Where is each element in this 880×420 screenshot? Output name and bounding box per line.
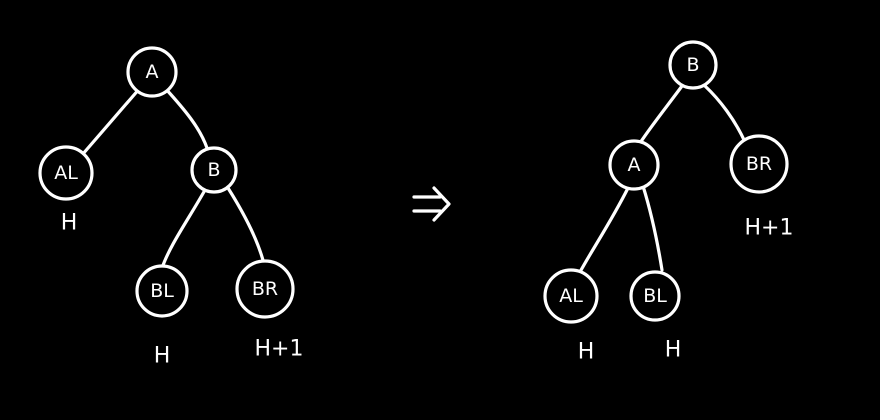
node-a: A [126,46,178,98]
node-bl-after: BL [629,270,681,322]
node-a-after-label: A [628,154,641,176]
height-label-br-after: H+1 [745,216,794,241]
node-bl-label: BL [150,280,174,302]
edge-a-al [80,86,142,157]
node-b: B [190,146,238,194]
height-label-br: H+1 [255,337,304,362]
node-br-after-label: BR [746,153,772,175]
node-b-after: B [668,40,718,90]
edge-b-br-after [703,84,747,144]
node-al-after: AL [543,268,599,324]
height-label-al-after: H [578,340,595,365]
node-al-after-label: AL [559,285,583,307]
height-label-bl: H [154,344,171,369]
node-al-label: AL [54,162,78,184]
after-tree: B A BR AL BL H+1 H H [543,40,794,365]
edge-a-al-after [578,186,630,274]
edge-b-br [226,186,266,266]
node-b-label: B [207,159,220,181]
edge-a-bl-after [641,184,664,272]
transition-arrow: => [412,186,451,222]
node-br-label: BR [252,278,278,300]
before-tree: A AL B BL BR H H H+1 [38,46,304,369]
edge-b-bl [160,188,207,270]
node-bl-after-label: BL [643,285,667,307]
arrow-glyph [412,186,451,222]
edge-b-a [638,84,684,145]
height-label-al: H [61,211,78,236]
node-bl: BL [135,264,189,318]
height-label-bl-after: H [665,338,682,363]
node-a-label: A [146,61,159,83]
node-al: AL [38,145,94,201]
arrow-text: => [432,204,434,207]
node-br: BR [235,259,295,319]
node-a-after: A [608,139,660,191]
edge-a-b [163,86,209,150]
node-br-after: BR [729,134,789,194]
node-b-after-label: B [686,54,699,76]
